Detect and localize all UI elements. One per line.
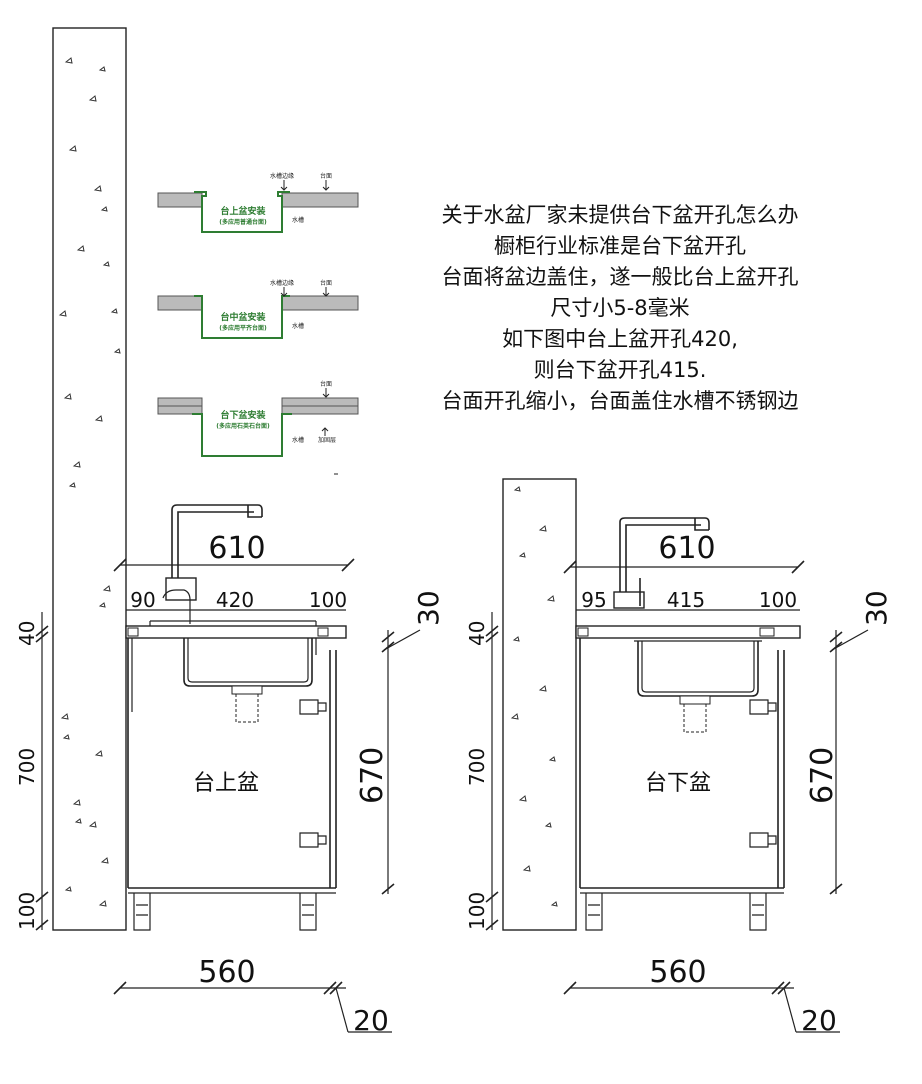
right-wall-top-dim: 40: [465, 621, 489, 646]
right-cabinet-name: 台下盆: [645, 771, 711, 796]
install-mid-edge-label: 水槽边缘: [270, 279, 294, 287]
left-wall-mid-dim: 700: [15, 748, 39, 786]
left-cabinet: 台上盆: [125, 504, 347, 931]
left-wall-speckles: [58, 57, 121, 907]
note-line-2: 橱柜行业标准是台下盆开孔: [494, 234, 746, 258]
note-line-1: 关于水盆厂家未提供台下盆开孔怎么办: [441, 203, 799, 227]
install-under-title: 台下盆安装: [220, 409, 266, 421]
left-sink-bowl: [183, 638, 313, 687]
right-top-width: 610: [658, 531, 715, 566]
install-top-title: 台上盆安装: [220, 205, 266, 217]
left-wall: [52, 27, 127, 931]
explanation-note: 关于水盆厂家未提供台下盆开孔怎么办 橱柜行业标准是台下盆开孔 台面将盆边盖住，遂…: [380, 200, 860, 417]
right-bottom-width: 560: [649, 955, 706, 990]
left-counter-thickness: 30: [412, 590, 445, 626]
right-left-margin: 95: [581, 588, 606, 612]
install-mid-subtitle: (多应用平齐台面): [219, 324, 267, 332]
left-cabinet-height: 670: [355, 747, 390, 804]
left-hole-size: 420: [216, 588, 254, 612]
install-under-sink-label: 水槽: [292, 436, 304, 444]
install-diagram-mid: 台中盆安装 (多应用平齐台面) 水槽边缘 台面 水槽: [157, 279, 359, 339]
install-top-counter-label: 台面: [320, 172, 332, 180]
note-line-7: 台面开孔缩小，台面盖住水槽不锈钢边: [441, 389, 799, 413]
left-bottom-width: 560: [198, 955, 255, 990]
right-cabinet: 台下盆: [575, 517, 801, 931]
left-gap: 20: [353, 1004, 389, 1037]
install-mid-title: 台中盆安装: [220, 311, 266, 323]
note-line-3: 台面将盆边盖住，遂一般比台上盆开孔: [441, 265, 799, 289]
install-diagram-under: 台下盆安装 (多应用石英石台面) 台面 水槽 加固层: [157, 380, 359, 475]
install-under-subtitle: (多应用石英石台面): [216, 422, 270, 430]
right-countertop: [575, 625, 801, 639]
left-right-margin: 100: [309, 588, 347, 612]
right-counter-thickness: 30: [860, 590, 893, 626]
right-wall-speckles: [510, 486, 558, 907]
left-countertop: [125, 625, 347, 639]
install-mid-counter-label: 台面: [320, 279, 332, 287]
left-wall-top-dim: 40: [15, 621, 39, 646]
right-sink-bowl: [637, 641, 759, 697]
left-left-margin: 90: [130, 588, 155, 612]
note-line-5: 如下图中台上盆开孔420,: [502, 327, 738, 351]
install-diagram-top: 台上盆安装 (多应用普通台面) 水槽边缘 台面 水槽: [157, 172, 359, 233]
right-right-margin: 100: [759, 588, 797, 612]
left-faucet: [171, 504, 263, 600]
right-faucet: [619, 517, 710, 600]
left-wall-base-dim: 100: [15, 892, 39, 930]
install-under-reinforce-label: 加固层: [318, 436, 336, 444]
note-line-6: 则台下盆开孔415.: [533, 358, 707, 382]
note-line-4: 尺寸小5-8毫米: [550, 296, 690, 320]
install-top-sink-label: 水槽: [292, 216, 304, 224]
right-cabinet-height: 670: [805, 747, 840, 804]
left-top-width: 610: [208, 531, 265, 566]
install-top-subtitle: (多应用普通台面): [219, 218, 267, 226]
install-mid-sink-label: 水槽: [292, 322, 304, 330]
install-under-counter-label: 台面: [320, 380, 332, 388]
left-dimensions: 610 90 420 100 30 670 40 700 100 560 20: [15, 531, 445, 1037]
right-wall-base-dim: 100: [465, 892, 489, 930]
right-wall-mid-dim: 700: [465, 748, 489, 786]
left-cabinet-name: 台上盆: [193, 771, 259, 796]
install-top-edge-label: 水槽边缘: [270, 172, 294, 180]
right-gap: 20: [801, 1004, 837, 1037]
right-wall: [502, 478, 577, 931]
right-dimensions: 610 95 415 100 30 670 40 700 100 560 20: [465, 531, 893, 1037]
right-hole-size: 415: [667, 588, 705, 612]
